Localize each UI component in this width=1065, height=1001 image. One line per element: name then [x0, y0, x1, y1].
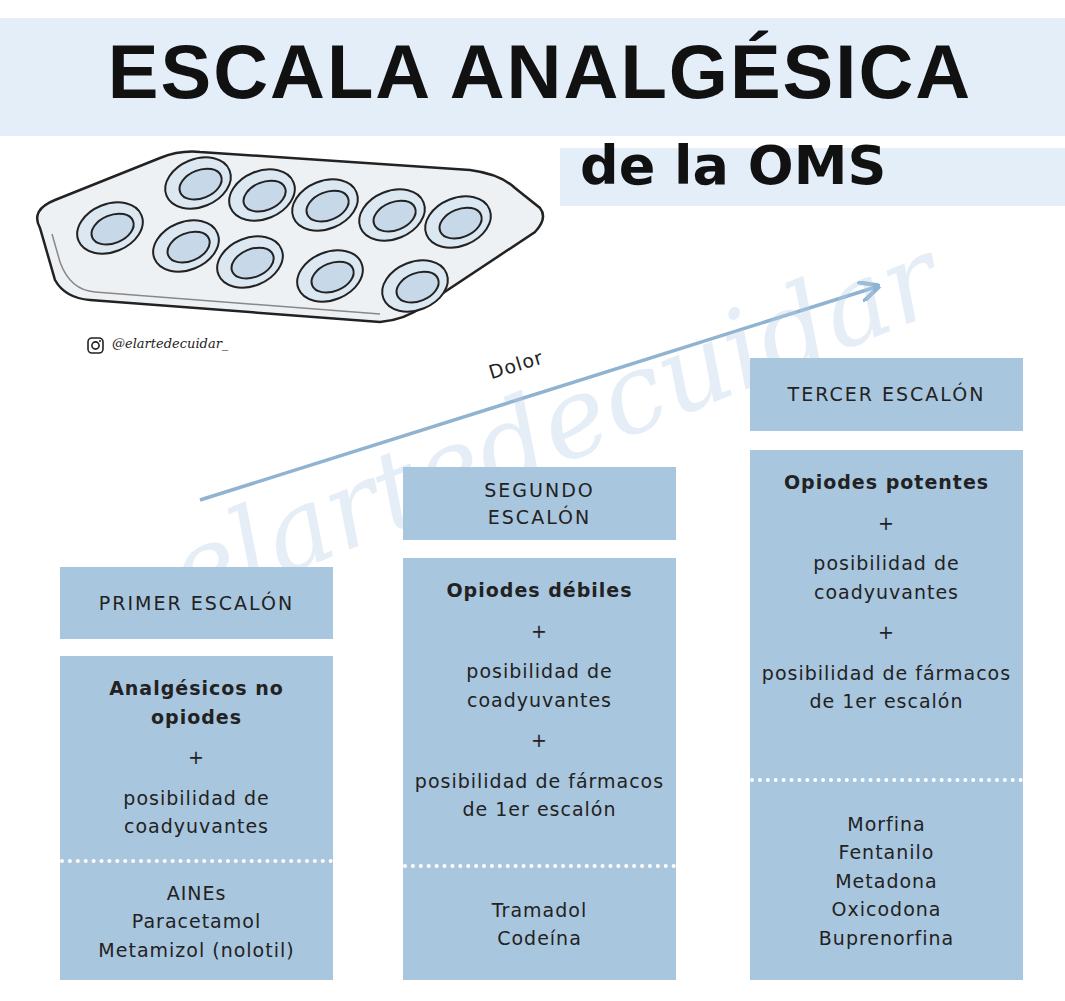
drug-class-section: Opiodes débiles + posibilidad de coadyuvan… — [403, 558, 676, 864]
drug-class: Analgésicos no opiodes — [70, 674, 323, 731]
step-header: SEGUNDO ESCALÓN — [403, 467, 676, 540]
drug-name: Oxicodona — [832, 895, 942, 924]
title: ESCALA ANALGÉSICA — [60, 22, 1020, 122]
drug-class-section: Opiodes potentes + posibilidad de coadyuva… — [750, 450, 1023, 778]
drug-name: Paracetamol — [132, 907, 261, 936]
drug-class: Opiodes potentes — [784, 468, 989, 497]
drug-class: Opiodes débiles — [446, 576, 632, 605]
drug-name: Tramadol — [492, 896, 587, 925]
step-box: Analgésicos no opiodes + posibilidad de co… — [60, 656, 333, 980]
drug-name: Metadona — [835, 867, 938, 896]
option-text: posibilidad de coadyuvantes — [413, 657, 666, 714]
blister-pack — [37, 148, 543, 322]
drug-name: Metamizol (nolotil) — [98, 936, 294, 965]
step-title: PRIMER ESCALÓN — [99, 590, 294, 617]
drug-name: Fentanilo — [839, 838, 935, 867]
option-text: posibilidad de coadyuvantes — [70, 784, 323, 841]
step-title: TERCER ESCALÓN — [788, 381, 986, 408]
option-text: posibilidad de coadyuvantes — [760, 549, 1013, 606]
plus-sign: + — [531, 617, 548, 646]
drug-name: Morfina — [847, 810, 925, 839]
instagram-handle: @elartedecuidar_ — [112, 336, 228, 351]
step-box: Opiodes potentes + posibilidad de coadyuva… — [750, 450, 1023, 980]
plus-sign: + — [878, 509, 895, 538]
drug-name: Codeína — [497, 924, 582, 953]
step-box: Opiodes débiles + posibilidad de coadyuvan… — [403, 558, 676, 980]
subtitle: de la OMS — [580, 128, 886, 204]
plus-sign: + — [531, 726, 548, 755]
step-header: PRIMER ESCALÓN — [60, 567, 333, 639]
drug-list-section: AINEsParacetamolMetamizol (nolotil) — [60, 859, 333, 980]
drug-name: AINEs — [167, 879, 227, 908]
drug-list-section: MorfinaFentaniloMetadonaOxicodonaBupreno… — [750, 778, 1023, 980]
drug-list-section: TramadolCodeína — [403, 864, 676, 980]
plus-sign: + — [878, 618, 895, 647]
option-text: posibilidad de fármacos de 1er escalón — [760, 659, 1013, 716]
drug-class-section: Analgésicos no opiodes + posibilidad de co… — [60, 656, 333, 859]
step-title: SEGUNDO ESCALÓN — [445, 477, 635, 530]
option-text: posibilidad de fármacos de 1er escalón — [413, 767, 666, 824]
drug-name: Buprenorfina — [819, 924, 954, 953]
step-header: TERCER ESCALÓN — [750, 358, 1023, 431]
plus-sign: + — [188, 743, 205, 772]
